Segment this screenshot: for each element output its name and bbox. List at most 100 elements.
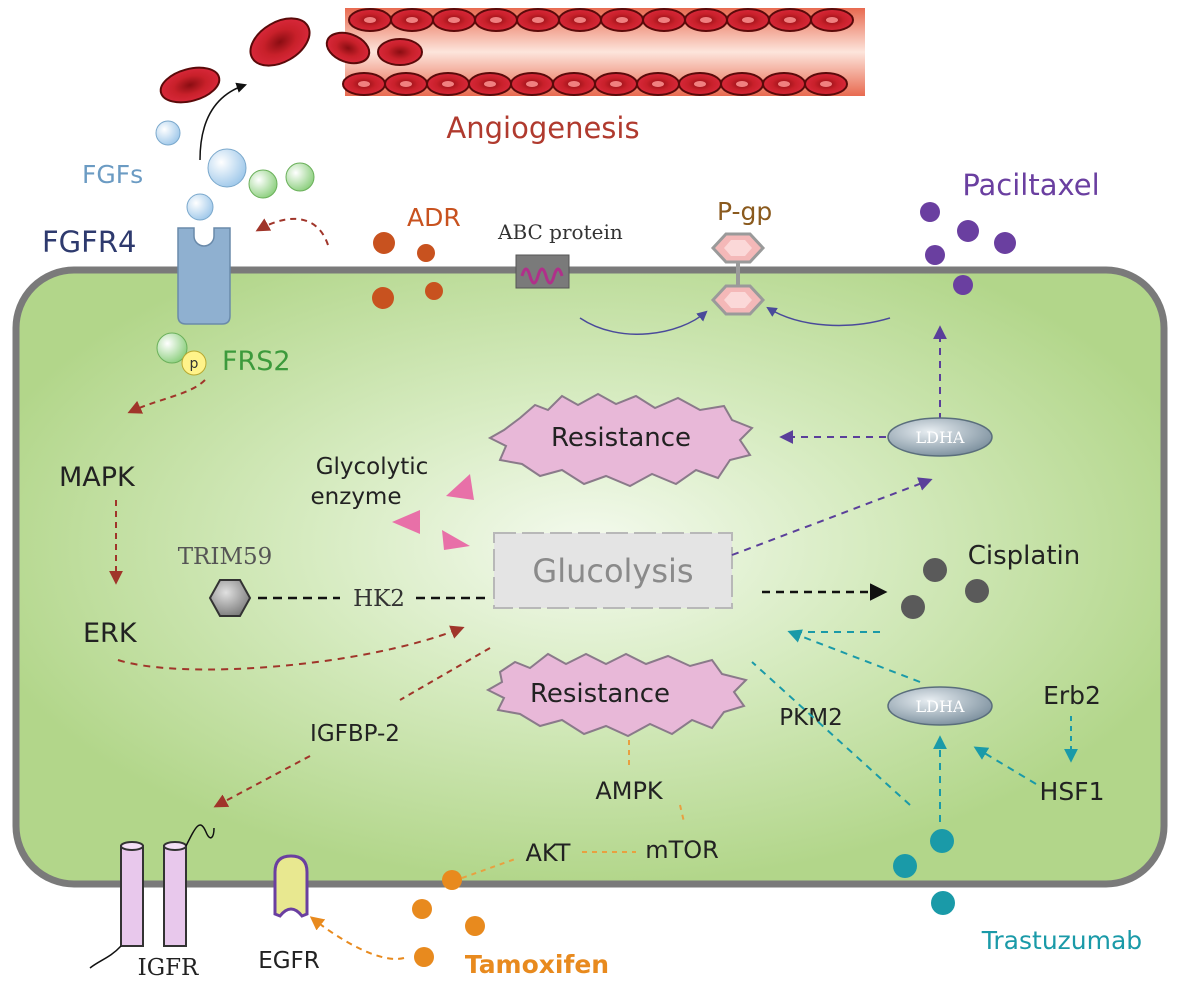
ampk-to-mtor-line bbox=[679, 804, 685, 823]
mapk-label: MAPK bbox=[59, 462, 136, 493]
adr-molecule bbox=[373, 232, 395, 254]
paclitaxel-molecule bbox=[994, 232, 1016, 254]
vessel-wall-cell-nucleus bbox=[406, 17, 418, 23]
fgf-ligand bbox=[186, 193, 214, 221]
erk-label: ERK bbox=[83, 618, 138, 649]
erb2-label: Erb2 bbox=[1043, 681, 1101, 710]
fgfr4-label: FGFR4 bbox=[42, 225, 136, 259]
erk-to-glucolysis-arrow bbox=[117, 625, 465, 671]
fgf-to-angiogenesis-arrow bbox=[199, 82, 247, 161]
pgp-transporter bbox=[710, 232, 766, 316]
resistance-top-label: Resistance bbox=[551, 423, 691, 453]
vessel-wall-cell-nucleus bbox=[778, 81, 790, 87]
trim59-hexagon bbox=[208, 579, 252, 617]
ldha-to-glucolysis-arrow bbox=[787, 629, 921, 683]
vessel-wall-cell-nucleus bbox=[610, 81, 622, 87]
fgf-ligand bbox=[155, 120, 181, 146]
paclitaxel-efflux-arrow bbox=[766, 306, 891, 327]
igfr-receptor bbox=[89, 824, 215, 969]
vessel-wall-cell-nucleus bbox=[742, 17, 754, 23]
adr-molecule bbox=[417, 244, 435, 262]
glucolysis-label: Glucolysis bbox=[532, 552, 693, 590]
vessel-wall-cell-nucleus bbox=[532, 17, 544, 23]
trastuzumab-molecule bbox=[930, 829, 954, 853]
cisplatin-label: Cisplatin bbox=[968, 541, 1080, 571]
tamoxifen-molecule bbox=[412, 899, 432, 919]
enzyme-triangle bbox=[392, 510, 420, 534]
red-blood-cell bbox=[159, 66, 221, 104]
paclitaxel-label: Paciltaxel bbox=[962, 168, 1099, 202]
enzyme-triangle bbox=[446, 474, 474, 500]
ldha-bottom-label: LDHA bbox=[916, 697, 965, 716]
akt-label: AKT bbox=[526, 839, 571, 867]
igfbp2-to-igfr-arrow bbox=[213, 755, 311, 808]
fgfr4-receptor bbox=[177, 227, 231, 325]
egfr-receptor bbox=[273, 854, 309, 918]
paclitaxel-molecule bbox=[920, 202, 940, 222]
tamoxifen-molecule bbox=[414, 947, 434, 967]
mtor-label: mTOR bbox=[645, 836, 719, 864]
vessel-wall-cell-nucleus bbox=[826, 17, 838, 23]
vessel-wall-bottom bbox=[342, 72, 848, 96]
hsf1-label: HSF1 bbox=[1040, 777, 1105, 806]
red-blood-cell bbox=[325, 31, 371, 65]
cisplatin-molecule bbox=[923, 558, 947, 582]
vessel-wall-cell-nucleus bbox=[574, 17, 586, 23]
phosphate-label: p bbox=[190, 356, 199, 372]
adr-molecule bbox=[372, 287, 394, 309]
vessel-wall-cell-nucleus bbox=[568, 81, 580, 87]
ampk-label: AMPK bbox=[595, 777, 664, 805]
vessel-wall-cell-nucleus bbox=[526, 81, 538, 87]
vessel-wall-cell-nucleus bbox=[820, 81, 832, 87]
red-blood-cell bbox=[377, 38, 423, 66]
vessel-wall-cell-nucleus bbox=[364, 17, 376, 23]
glycolytic-enzyme-label-line2: enzyme bbox=[311, 484, 402, 510]
enzyme-triangle bbox=[442, 530, 470, 550]
vessel-wall-top bbox=[348, 8, 854, 32]
resistance-bottom-label: Resistance bbox=[530, 679, 670, 709]
frs2-protein bbox=[156, 332, 188, 364]
adr-label: ADR bbox=[407, 203, 461, 232]
adr-to-fgf-arrow bbox=[255, 217, 329, 246]
vessel-wall-cell-nucleus bbox=[358, 81, 370, 87]
paclitaxel-molecule bbox=[953, 275, 973, 295]
vessel-wall-cell-nucleus bbox=[442, 81, 454, 87]
cisplatin-molecule bbox=[965, 579, 989, 603]
cisplatin-molecule bbox=[901, 595, 925, 619]
blood-vessel bbox=[325, 8, 865, 96]
frs2-label: FRS2 bbox=[222, 346, 291, 377]
fgf-ligand bbox=[207, 148, 247, 188]
glucolysis-to-ldha-arrow bbox=[731, 477, 933, 556]
red-blood-cell bbox=[249, 17, 311, 67]
adr-efflux-arrow bbox=[579, 310, 708, 335]
glycolytic-enzyme-label-line1: Glycolytic bbox=[316, 454, 429, 480]
vessel-wall-cell-nucleus bbox=[700, 17, 712, 23]
paclitaxel-molecule bbox=[957, 220, 979, 242]
hsf1-to-ldha-arrow bbox=[973, 746, 1037, 785]
fgfs-label: FGFs bbox=[82, 160, 143, 189]
resistance-blob-bottom bbox=[485, 652, 748, 738]
igfr-label: IGFR bbox=[138, 955, 199, 981]
ldha-top-label: LDHA bbox=[916, 428, 965, 447]
vessel-wall-cell-nucleus bbox=[448, 17, 460, 23]
fgf-ligand bbox=[248, 169, 278, 199]
vessel-wall-cell-nucleus bbox=[658, 17, 670, 23]
vessel-wall-cell-nucleus bbox=[736, 81, 748, 87]
phosphate-group bbox=[181, 350, 207, 376]
igfbp2-label: IGFBP-2 bbox=[310, 721, 400, 747]
vessel-wall-cell-nucleus bbox=[616, 17, 628, 23]
tamoxifen-molecule bbox=[442, 870, 462, 890]
glucolysis-box bbox=[493, 532, 733, 609]
vessel-wall-cell-nucleus bbox=[400, 81, 412, 87]
paclitaxel-molecule bbox=[925, 245, 945, 265]
trastuzumab-to-pkm2-line bbox=[751, 661, 911, 806]
resistance-blob-top bbox=[487, 392, 754, 488]
tamoxifen-to-egfr-arrow bbox=[309, 916, 405, 960]
trastuzumab-molecule bbox=[931, 891, 955, 915]
vessel-wall-cell-nucleus bbox=[490, 17, 502, 23]
hk2-label: HK2 bbox=[353, 586, 405, 612]
vessel-wall-cell-nucleus bbox=[784, 17, 796, 23]
ldha-enzyme-bottom bbox=[887, 686, 993, 726]
egfr-label: EGFR bbox=[258, 948, 320, 974]
